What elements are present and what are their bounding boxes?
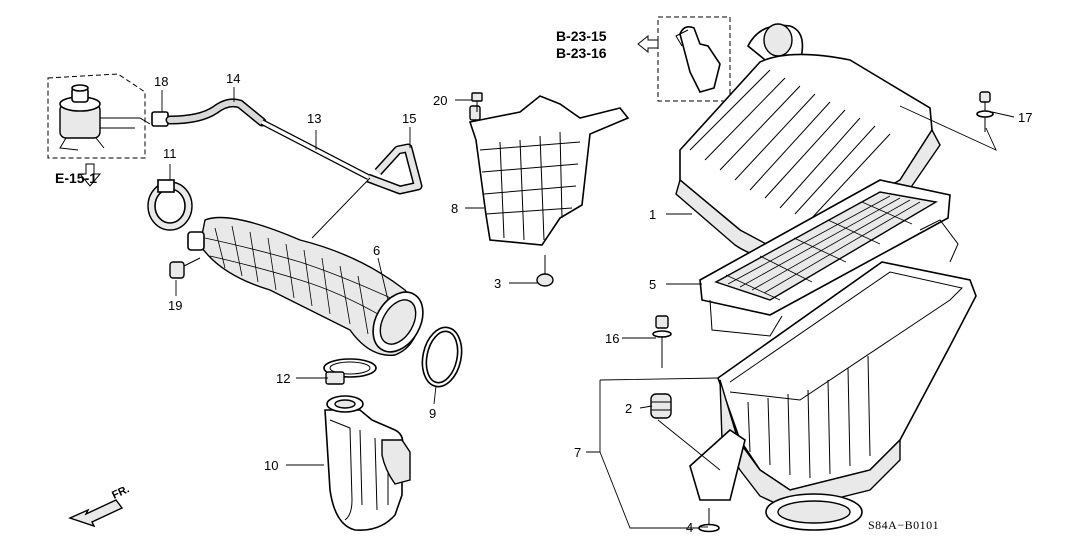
clip-19 (169, 261, 185, 279)
callout-12: 12 (276, 371, 290, 386)
callout-8: 8 (451, 201, 458, 216)
resonator-10 (324, 395, 411, 532)
bolt-20 (471, 92, 483, 112)
callout-13: 13 (307, 111, 321, 126)
callout-6: 6 (373, 243, 380, 258)
grommet-3 (536, 255, 554, 287)
callout-3: 3 (494, 276, 501, 291)
callout-9: 9 (429, 406, 436, 421)
arrow-left-icon (637, 34, 659, 54)
air-cleaner-case-7 (689, 219, 977, 531)
callout-4: 4 (686, 520, 693, 535)
grommet-2 (650, 393, 672, 419)
callout-14: 14 (226, 71, 240, 86)
arrow-down-icon (78, 163, 102, 187)
seal-9 (421, 326, 463, 388)
clip-18 (151, 111, 169, 127)
callout-11: 11 (163, 146, 177, 161)
callout-1: 1 (649, 207, 656, 222)
bolt-16 (652, 315, 672, 368)
clamp-11 (147, 179, 193, 231)
resonator-valve-assembly (47, 73, 151, 159)
intake-tube-6 (187, 216, 424, 356)
callout-20: 20 (433, 93, 447, 108)
callout-10: 10 (264, 458, 278, 473)
bolt-17 (976, 91, 994, 132)
ref-code-e-15-1: E-15-1 (55, 170, 97, 186)
callout-17: 17 (1018, 110, 1032, 125)
callout-7: 7 (574, 445, 581, 460)
clip-detail-box (657, 16, 731, 102)
direction-label: FR. (110, 483, 131, 501)
front-arrow-icon (68, 499, 124, 528)
diagram-code: S84A−B0101 (868, 518, 939, 532)
callout-15: 15 (402, 111, 416, 126)
callout-5: 5 (649, 277, 656, 292)
callout-2: 2 (625, 401, 632, 416)
ref-code-b-23-15: B-23-15 (556, 28, 607, 44)
clip-detail (679, 26, 721, 93)
bolt-4 (698, 508, 720, 533)
callout-18: 18 (154, 74, 168, 89)
callout-16: 16 (605, 331, 619, 346)
air-filter-element-5 (699, 179, 951, 337)
clamp-12 (323, 358, 377, 385)
leader-lines (161, 87, 1015, 529)
ref-code-b-23-16: B-23-16 (556, 45, 607, 61)
callout-19: 19 (168, 298, 182, 313)
air-guide-8 (468, 95, 630, 246)
